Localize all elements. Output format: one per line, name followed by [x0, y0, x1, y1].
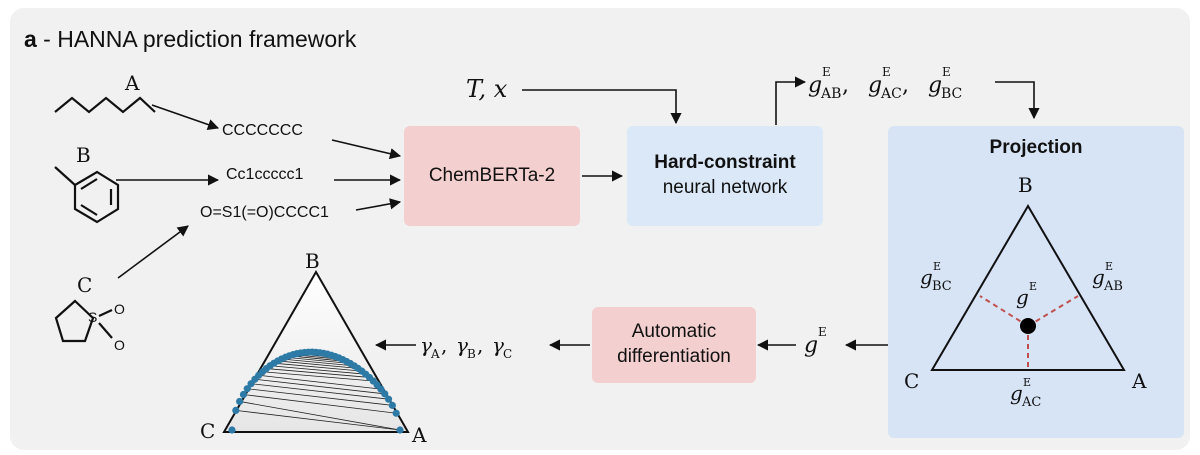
tie-line — [258, 374, 381, 390]
activity-coefficients: γ A , γ B , γ C — [420, 333, 512, 361]
autodiff-label-2: differentiation — [617, 346, 731, 367]
g-ac-sup: E — [882, 65, 891, 79]
gamma-comma-2: , — [477, 333, 483, 357]
projection-box — [888, 126, 1184, 438]
proj-gE-sup: E — [1029, 280, 1037, 293]
proj-gE: g — [1016, 285, 1029, 309]
proj-g-ac-sup: E — [1023, 376, 1031, 389]
comma-1: , — [842, 73, 849, 98]
proj-g-ab-sub: AB — [1103, 279, 1123, 294]
g-ac: g — [868, 73, 882, 98]
tie-line — [285, 356, 351, 364]
ternary-vertex-b: B — [305, 249, 320, 273]
gamma-c: γ — [492, 333, 504, 357]
ternary-vertex-a: A — [411, 423, 427, 447]
binodal-point — [388, 401, 396, 409]
g-bc-sup: E — [942, 65, 951, 79]
proj-g-ac: g — [1010, 381, 1023, 405]
molecule-arrows — [116, 76, 1040, 351]
toluene-structure — [54, 166, 120, 224]
smiles-a: CCCCCCC — [222, 122, 303, 139]
proj-g-bc-sup: E — [933, 260, 941, 273]
tie-line — [247, 388, 393, 406]
binodal-point — [392, 409, 400, 417]
g-ab-sub: AB — [820, 86, 841, 102]
projection-triangle — [930, 204, 1126, 371]
gamma-comma-1: , — [441, 333, 447, 357]
chemberta-label: ChemBERTa-2 — [428, 164, 556, 186]
tie-line — [266, 368, 370, 378]
projection-labels: B C A g E g E BC g E AB g E AC — [904, 173, 1147, 410]
tie-line — [239, 401, 401, 431]
ternary-vertex-c: C — [200, 419, 215, 443]
input-t-x: T, x — [466, 75, 508, 103]
panel-title: a - HANNA prediction framework — [24, 26, 356, 53]
proj-g-ac-sub: AC — [1021, 395, 1041, 410]
molecule-c-label: C — [77, 273, 92, 297]
proj-g-bc-sub: BC — [932, 279, 952, 294]
gamma-c-sub: C — [503, 347, 512, 361]
tie-line — [243, 394, 397, 414]
binodal-point — [236, 397, 244, 406]
molecule-a-label: A — [124, 71, 140, 95]
gamma-b: γ — [456, 333, 468, 357]
gE-outputs: g E AB , g E AC , g E BC — [808, 65, 962, 102]
g-ab: g — [808, 73, 822, 98]
molecule-b-label: B — [76, 143, 91, 167]
proj-vertex-a: A — [1131, 369, 1147, 393]
gamma-a-sub: A — [430, 347, 440, 361]
gE-middle-sup: E — [818, 325, 827, 339]
hardnn-label-bold: Hard-constraint — [654, 152, 796, 174]
hardnn-label: neural network — [662, 177, 788, 198]
binodal-point — [232, 406, 240, 415]
gamma-a: γ — [420, 333, 432, 357]
tie-line — [235, 410, 401, 431]
chemberta-box: ChemBERTa-2 — [404, 126, 580, 226]
heptane-structure — [54, 96, 156, 114]
sulfur-atom: S — [88, 309, 97, 325]
oxygen-atom-2: O — [114, 337, 125, 353]
tie-line — [251, 383, 389, 400]
autodiff-box: Automatic differentiation — [592, 307, 756, 383]
tie-line — [262, 371, 374, 382]
proj-g-ab-sup: E — [1105, 260, 1113, 273]
binodal-point — [239, 390, 248, 399]
gE-point — [1020, 318, 1036, 334]
comma-2: , — [902, 73, 909, 98]
g-bc-sub: BC — [941, 86, 962, 102]
proj-g-bc: g — [920, 265, 933, 289]
smiles-b: Cc1ccccc1 — [226, 166, 304, 183]
binodal-point — [228, 426, 236, 434]
gE-middle: g — [804, 333, 818, 358]
binodal-point — [384, 395, 393, 403]
tie-line — [277, 360, 359, 369]
proj-g-ab: g — [1092, 265, 1105, 289]
oxygen-atom-1: O — [114, 301, 125, 317]
binodal-point — [381, 390, 389, 398]
panel-letter: a — [24, 26, 37, 52]
autodiff-label-1: Automatic — [631, 321, 717, 343]
g-bc: g — [928, 73, 942, 98]
smiles-c: O=S1(=O)CCCC1 — [200, 204, 329, 221]
gamma-b-sub: B — [467, 347, 476, 361]
binodal-point — [396, 426, 404, 434]
sulfolane-structure — [54, 299, 113, 343]
tie-line — [254, 378, 385, 395]
tie-line — [273, 362, 362, 372]
tie-line — [281, 358, 355, 367]
panel-title-text: - HANNA prediction framework — [36, 26, 357, 52]
binodal-point — [243, 385, 251, 393]
tie-line — [270, 365, 366, 375]
proj-vertex-c: C — [904, 369, 919, 393]
hard-constraint-nn-box: Hard-constraint neural network — [627, 126, 823, 226]
g-ac-sub: AC — [880, 86, 902, 102]
projection-title: Projection — [989, 137, 1083, 158]
g-ab-sup: E — [822, 65, 831, 79]
proj-vertex-b: B — [1018, 173, 1033, 197]
ternary-labels: B C A — [200, 249, 427, 447]
ternary-phase-diagram — [222, 269, 410, 434]
